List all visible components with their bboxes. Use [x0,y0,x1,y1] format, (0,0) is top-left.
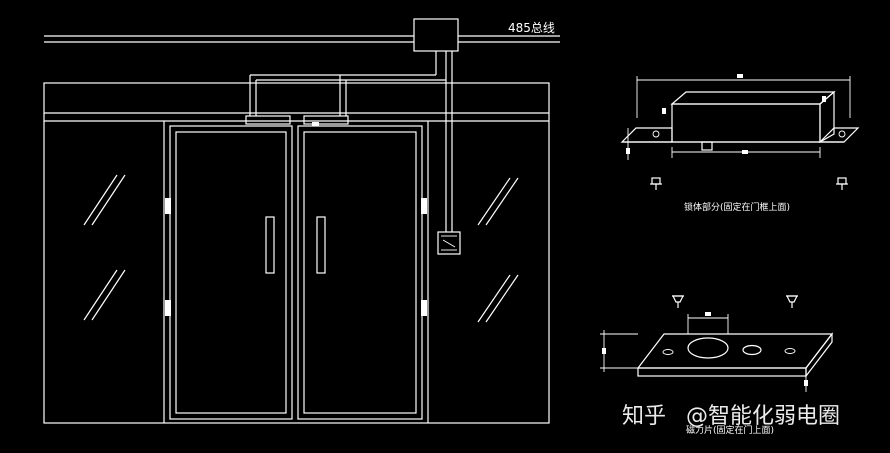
screw-icon [836,177,848,190]
screw-icon [672,295,684,308]
controller-box [413,18,459,52]
armature-plate-detail [600,295,834,392]
lock-body-detail [620,74,860,190]
right-door-leaf [297,125,427,420]
right-glass-panel [477,177,519,323]
screw-icon [786,295,798,308]
door-frame [43,82,550,424]
watermark-author: @智能化弱电圈 [686,404,840,429]
left-door-leaf [165,125,293,420]
control-wiring [249,51,453,232]
bus-line [44,35,560,43]
plate-caption: 磁力片(固定在门上面) [686,424,774,436]
exit-button-box [437,231,461,255]
left-glass-panel [83,174,126,321]
lock-body-caption: 锁体部分(固定在门框上面) [684,201,790,213]
magnetic-lock [245,115,349,126]
bus-label: 485总线 [508,21,555,35]
screw-icon [650,177,662,190]
watermark-platform: 知乎 [622,404,666,429]
